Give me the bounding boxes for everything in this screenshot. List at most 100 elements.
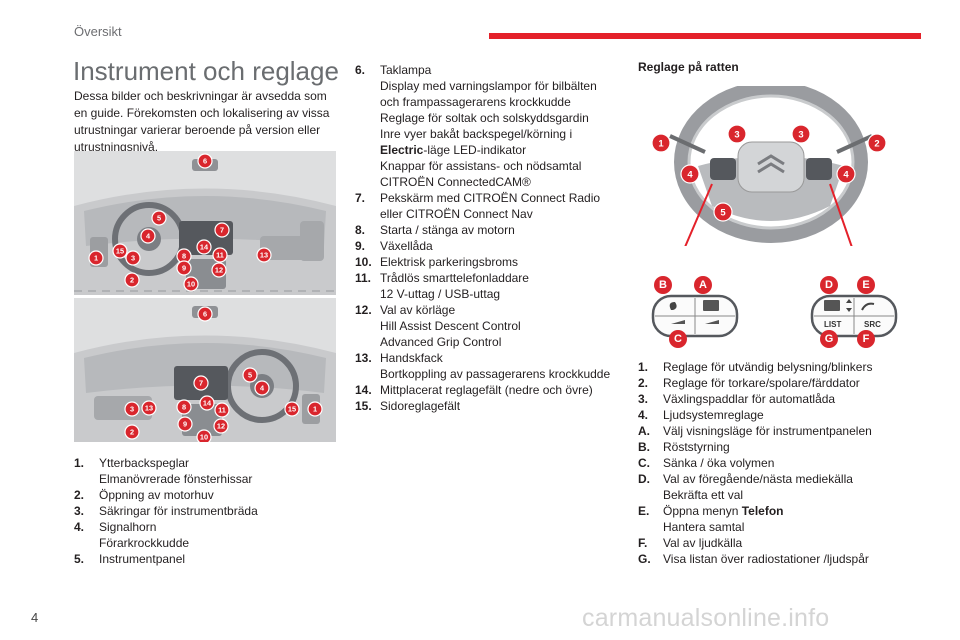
legend-item-line: Sänka / öka volymen: [663, 456, 775, 470]
callout-marker-label: 6: [203, 310, 207, 319]
legend-item: C. Sänka / öka volymen: [638, 455, 906, 471]
callout-marker: 4: [836, 164, 856, 184]
legend-item-line: Signalhorn: [99, 520, 157, 534]
switch-callout-g: G: [820, 330, 838, 348]
legend-item-number: E.: [638, 504, 650, 518]
switch-callout-d: D: [820, 276, 838, 294]
legend-item-number: 3.: [638, 392, 649, 406]
page-title: Instrument och reglage: [73, 56, 339, 86]
callout-marker: 15: [284, 401, 300, 417]
callout-marker: 9: [176, 260, 192, 276]
legend-item-number: C.: [638, 456, 650, 470]
legend-item: 4.Ljudsystemreglage: [638, 407, 906, 423]
legend-item-line: 12 V-uttag / USB-uttag: [380, 287, 501, 301]
legend-item-line: Hill Assist Descent Control: [380, 319, 521, 333]
legend-item-number: 1.: [638, 360, 649, 374]
callout-marker-label: 5: [157, 214, 161, 223]
legend-item-number: 15.: [355, 399, 372, 413]
legend-item-line: Hantera samtal: [663, 520, 745, 534]
callout-marker-label: 5: [248, 371, 252, 380]
src-button-label: SRC: [864, 320, 881, 329]
legend-item-line: Val av ljudkälla: [663, 536, 743, 550]
callout-marker-label: 9: [182, 264, 186, 273]
callout-marker-label: 3: [130, 405, 134, 414]
legend-item-number: 12.: [355, 303, 372, 317]
callout-marker-label: 14: [203, 399, 212, 408]
right-steering-switch-panel: LIST SRC: [808, 294, 900, 338]
legend-item-bold-text: Electric: [380, 143, 424, 157]
callout-marker: 2: [124, 272, 140, 288]
legend-item-line: Växellåda: [380, 239, 433, 253]
callout-marker-label: 2: [874, 138, 879, 149]
left-switch-svg: [651, 294, 739, 338]
callout-marker: 5: [242, 367, 258, 383]
header-accent-bar: [489, 33, 921, 39]
switch-callout-f: F: [857, 330, 875, 348]
legend-item-number: 4.: [74, 520, 85, 534]
callout-marker-label: 1: [94, 254, 98, 263]
callout-marker: 14: [199, 395, 215, 411]
callout-marker-label: 11: [216, 251, 224, 260]
callout-marker: 1: [307, 401, 323, 417]
callout-marker-label: 1: [313, 405, 317, 414]
callout-marker: 13: [141, 400, 157, 416]
legend-item-number: 4.: [638, 408, 649, 422]
legend-item-number: D.: [638, 472, 650, 486]
callout-marker-label: 10: [200, 433, 208, 442]
legend-item-text: -läge LED-indikator: [423, 143, 527, 157]
callout-marker: 7: [214, 222, 230, 238]
callout-marker: 4: [140, 228, 156, 244]
legend-item-line: Reglage för soltak och solskyddsgardin: [380, 111, 589, 125]
switch-callout-b: B: [654, 276, 672, 294]
legend-item-line: Visa listan över radiostationer /ljudspå…: [663, 552, 869, 566]
legend-item-line: Taklampa: [380, 63, 432, 77]
legend-item-line: Reglage för torkare/spolare/färddator: [663, 376, 860, 390]
legend-item-number: 8.: [355, 223, 366, 237]
legend-item: 11. Trådlös smarttelefonladdare 12 V-uttag…: [355, 270, 617, 302]
legend-item: 1.Reglage för utvändig belysning/blinker…: [638, 359, 906, 375]
legend-item-line: Bortkoppling av passagerarens krockkudde: [380, 367, 611, 381]
switch-callout-a: A: [694, 276, 712, 294]
callout-marker-label: 13: [145, 404, 153, 413]
legend-item-number: G.: [638, 552, 651, 566]
legend-item-number: 14.: [355, 383, 372, 397]
legend-item-number: B.: [638, 440, 650, 454]
callout-marker-label: 12: [215, 266, 223, 275]
legend-item-line: Växlingspaddlar för automatlåda: [663, 392, 836, 406]
legend-item-line: Ytterbackspeglar: [99, 456, 190, 470]
legend-item-line: Mittplacerat reglagefält (nedre och övre…: [380, 383, 593, 397]
callout-marker-label: 6: [203, 157, 207, 166]
legend-item-line: Välj visningsläge för instrumentpanelen: [663, 424, 872, 438]
callout-marker: 3: [125, 250, 141, 266]
callout-marker-label: 3: [131, 254, 135, 263]
watermark: carmanualsonline.info: [582, 604, 830, 632]
callout-marker: 12: [211, 262, 227, 278]
legend-item-line: Bekräfta ett val: [663, 488, 744, 502]
legend-item-number: 3.: [74, 504, 85, 518]
header-section-label: Översikt: [74, 24, 122, 39]
callout-marker: 4: [254, 380, 270, 396]
legend-item-line: Advanced Grip Control: [380, 335, 502, 349]
callout-marker-label: 2: [130, 276, 134, 285]
legend-item: 7.Pekskärm med CITROËN Connect Radio ell…: [355, 190, 617, 222]
callout-marker: 3: [124, 401, 140, 417]
callout-marker-label: 10: [187, 280, 195, 289]
legend-item-line: CITROËN ConnectedCAM®: [380, 175, 531, 189]
page-number: 4: [31, 610, 39, 625]
legend-item-number: 5.: [74, 552, 85, 566]
switch-callout-c: C: [669, 330, 687, 348]
legend-item-line: Instrumentpanel: [99, 552, 186, 566]
legend-item-number: 11.: [355, 271, 372, 285]
legend-item-line: Trådlös smarttelefonladdare: [380, 271, 529, 285]
legend-item-line: Sidoreglagefält: [380, 399, 461, 413]
legend-item-number: 7.: [355, 191, 366, 205]
callout-marker-label: 4: [146, 232, 151, 241]
switch-callout-e: E: [857, 276, 875, 294]
callout-marker: 2: [124, 424, 140, 440]
legend-item-text: Öppna menyn: [663, 504, 742, 518]
callout-marker-label: 15: [116, 247, 124, 256]
